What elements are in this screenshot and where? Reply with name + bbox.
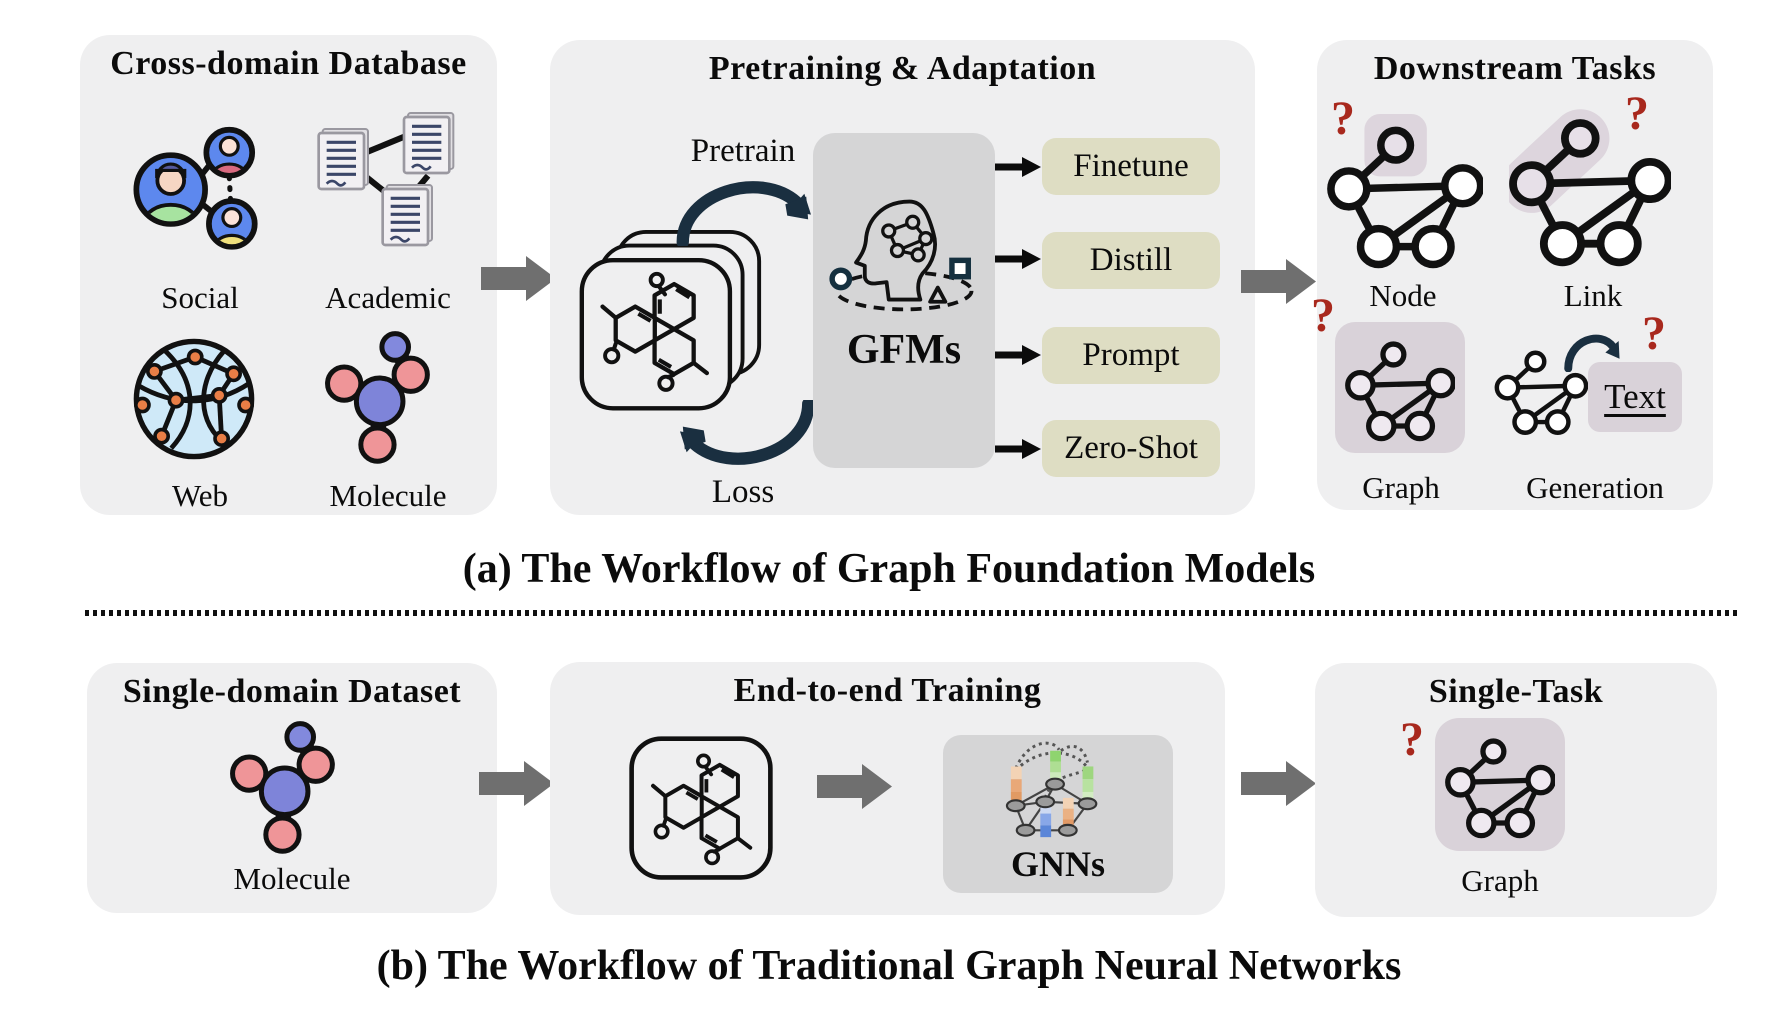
node-task-label: Node — [1369, 278, 1437, 313]
graph-task-label: Graph — [1362, 470, 1440, 505]
academic-label: Academic — [325, 280, 451, 315]
text-box-label: Text — [1604, 377, 1666, 416]
arrow-to-distill-icon — [995, 249, 1041, 269]
pretrain-cycle-arrow-icon — [672, 170, 817, 246]
single-task-graph — [1445, 728, 1555, 841]
generation-text-box: Text — [1588, 362, 1682, 432]
caption-a: (a) The Workflow of Graph Foundation Mod… — [462, 546, 1316, 592]
flow-arrow-right-icon — [1241, 760, 1317, 807]
panel-single-task: Single-Task ? Graph — [1315, 663, 1717, 917]
pretrain-label: Pretrain — [690, 133, 796, 169]
panel-title: Single-domain Dataset — [122, 673, 462, 710]
graph-task-label: Graph — [1461, 863, 1539, 898]
generation-source-graph — [1493, 343, 1589, 436]
panel-downstream-tasks: Downstream Tasks ? Node ? Link ? Graph T… — [1311, 40, 1713, 510]
arrow-to-prompt-icon — [995, 345, 1041, 365]
loss-cycle-arrow-icon — [674, 400, 819, 476]
molecule-icon — [227, 717, 349, 859]
panel-title: Downstream Tasks — [1373, 50, 1657, 87]
graph-task-box — [1335, 322, 1465, 453]
generation-task-label: Generation — [1526, 470, 1664, 505]
link-question-mark: ? — [1625, 87, 1649, 140]
link-task-graph — [1509, 106, 1671, 268]
molecule-icon — [322, 327, 444, 469]
ai-head-graph-icon — [821, 195, 987, 317]
gnns-label: GNNs — [1010, 844, 1105, 884]
generation-arrow-icon — [1560, 326, 1626, 372]
panel-title: End-to-end Training — [733, 672, 1042, 709]
single-task-question-mark: ? — [1400, 713, 1424, 766]
gfms-label: GFMs — [846, 327, 962, 373]
panel-title: Cross-domain Database — [110, 45, 467, 82]
arrow-to-zeroshot-icon — [995, 439, 1041, 459]
social-network-icon — [130, 113, 270, 261]
loss-label: Loss — [711, 474, 775, 510]
panel-cross-domain-database: Cross-domain Database Social Academi — [80, 35, 497, 515]
molecule-label: Molecule — [329, 478, 447, 513]
social-label: Social — [161, 280, 239, 315]
academic-papers-icon — [308, 109, 468, 261]
panel-title: Pretraining & Adaptation — [708, 50, 1097, 87]
panel-end-to-end-training: End-to-end Training GNNs — [550, 662, 1225, 915]
graph-task-graph — [1345, 331, 1455, 444]
method-zero-shot: Zero-Shot — [1042, 420, 1220, 477]
flow-arrow-right-icon — [817, 763, 893, 810]
web-label: Web — [171, 478, 229, 513]
arrow-to-finetune-icon — [995, 157, 1041, 177]
web-globe-icon — [128, 333, 260, 465]
node-question-mark: ? — [1331, 92, 1355, 145]
link-task-label: Link — [1563, 278, 1623, 313]
section-divider — [85, 610, 1737, 616]
molecule-card-icon — [627, 734, 775, 882]
method-distill: Distill — [1042, 232, 1220, 289]
gnn-graph-icon — [978, 737, 1138, 845]
single-task-graph-box — [1435, 718, 1565, 851]
caption-b: (b) The Workflow of Traditional Graph Ne… — [376, 943, 1402, 989]
panel-single-domain-dataset: Single-domain Dataset Molecule — [87, 663, 497, 913]
panel-title: Single-Task — [1428, 673, 1604, 710]
molecule-dataset-stack-icon — [572, 228, 767, 418]
flow-arrow-right-icon — [1241, 258, 1317, 305]
gnns-model-box: GNNs — [943, 735, 1173, 893]
graph-question-mark: ? — [1311, 289, 1335, 342]
method-prompt: Prompt — [1042, 327, 1220, 384]
flow-arrow-right-icon — [481, 255, 557, 302]
panel-pretraining-adaptation: Pretraining & Adaptation Pretrain Loss — [550, 40, 1255, 515]
generation-question-mark: ? — [1642, 307, 1666, 360]
flow-arrow-right-icon — [479, 760, 555, 807]
gfms-model-box: GFMs — [813, 133, 995, 468]
method-finetune: Finetune — [1042, 138, 1220, 195]
node-task-graph — [1327, 114, 1483, 270]
molecule-label: Molecule — [233, 861, 351, 896]
